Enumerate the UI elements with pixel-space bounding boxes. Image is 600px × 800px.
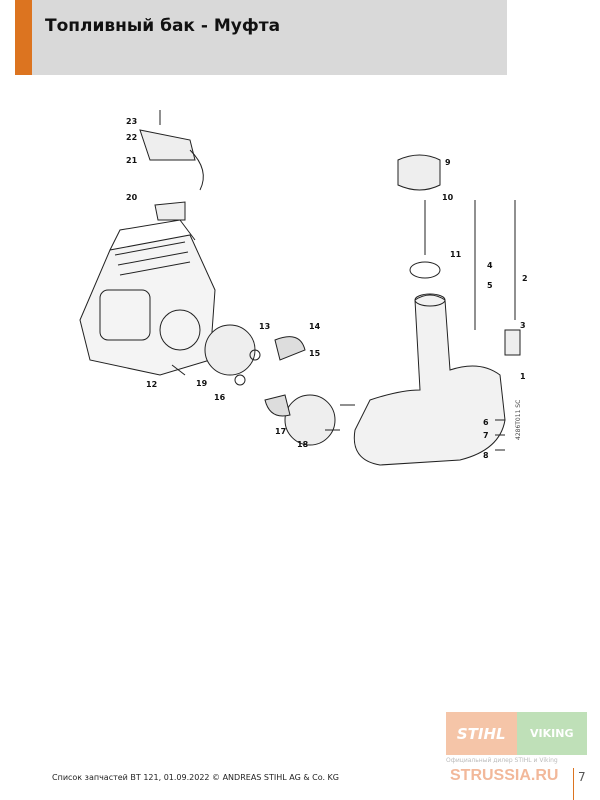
callout-3: 3 [520, 321, 526, 330]
callout-6: 6 [483, 418, 489, 427]
callout-11: 11 [450, 250, 462, 259]
diagram-code: 4286T011 SC [515, 399, 522, 440]
callout-19: 19 [196, 379, 208, 388]
callout-13: 13 [259, 322, 271, 331]
callout-16: 16 [214, 393, 226, 402]
callout-1: 1 [520, 372, 526, 381]
callout-4: 4 [487, 261, 493, 270]
callout-5: 5 [487, 281, 493, 290]
callout-23: 23 [126, 117, 138, 126]
callout-9: 9 [445, 158, 451, 167]
page-header [15, 0, 507, 75]
callout-17: 17 [275, 427, 287, 436]
callout-7: 7 [483, 431, 489, 440]
dealer-logo: STIHL VIKING [446, 712, 587, 755]
callout-15: 15 [309, 349, 321, 358]
clutch-drawing [171, 324, 355, 446]
header-accent-bar [15, 0, 32, 75]
callout-12: 12 [146, 380, 158, 389]
stihl-logo: STIHL [446, 712, 517, 755]
callout-8: 8 [483, 451, 489, 460]
dealer-site: STRUSSIA.RU [450, 767, 559, 784]
callout-14: 14 [309, 322, 321, 331]
parts-diagram [79, 110, 521, 466]
callout-21: 21 [126, 156, 138, 165]
dealer-text: Официальный дилер STIHL и Viking [446, 757, 558, 764]
page-divider [573, 768, 574, 800]
viking-logo: VIKING [516, 712, 587, 755]
fuel-tank-drawing [353, 154, 521, 466]
callout-10: 10 [442, 193, 454, 202]
callout-22: 22 [126, 133, 138, 142]
callout-18: 18 [297, 440, 309, 449]
callout-2: 2 [522, 274, 528, 283]
callout-20: 20 [126, 193, 138, 202]
ignition-module-drawing [139, 110, 204, 221]
page-title: Топливный бак - Муфта [45, 16, 281, 36]
engine-drawing [79, 219, 216, 376]
page-number: 7 [578, 770, 586, 784]
footer-text: Список запчастей BT 121, 01.09.2022 © AN… [52, 773, 339, 782]
